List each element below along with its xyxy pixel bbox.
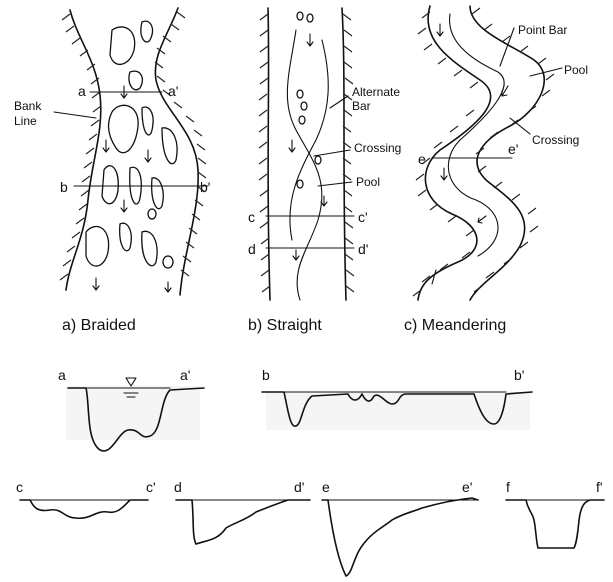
- point-bar-label: Point Bar: [518, 23, 567, 37]
- xs-e-left: e: [322, 479, 330, 495]
- bank-line-label-line2: Line: [14, 114, 37, 128]
- braided-bars: [86, 21, 177, 268]
- meander-section-e-right: e': [508, 141, 518, 157]
- xs-c-left: c: [16, 479, 23, 495]
- straight-section-d-right: d': [358, 241, 368, 257]
- bank-line-leader: [54, 112, 96, 118]
- pool-leader-meander: [530, 68, 562, 76]
- xs-f-left: f: [506, 479, 510, 495]
- straight-bar-line: [290, 40, 328, 240]
- braided-section-b-left: b: [60, 179, 68, 195]
- xs-b-right: b': [514, 367, 524, 383]
- straight-thalweg: [287, 30, 322, 300]
- braided-caption: a) Braided: [62, 317, 136, 334]
- water-surface-icon: [126, 378, 136, 386]
- xs-b-left: b: [262, 367, 270, 383]
- meandering-caption: c) Meandering: [404, 317, 506, 334]
- braided-planform: a a' b b' Bank Line a) Braided: [14, 8, 210, 334]
- cross-section-b: b b': [262, 367, 532, 430]
- pool-leader: [318, 182, 352, 186]
- straight-crossing-label: Crossing: [354, 141, 401, 155]
- straight-right-bank: [342, 8, 346, 300]
- xs-e-right: e': [462, 479, 472, 495]
- straight-section-c-left: c: [248, 209, 255, 225]
- cross-section-f: f f': [506, 479, 604, 548]
- straight-section-d-left: d: [248, 241, 256, 257]
- straight-caption: b) Straight: [248, 317, 322, 334]
- xs-a-left: a: [58, 367, 66, 383]
- braided-section-a-left: a: [78, 83, 86, 99]
- cross-section-c: c c': [16, 479, 156, 518]
- straight-left-bank: [268, 8, 270, 300]
- cross-section-d: d d': [174, 479, 310, 544]
- braided-section-a-right: a': [168, 83, 178, 99]
- straight-flow-arrows: [289, 34, 327, 260]
- straight-pool-label: Pool: [356, 175, 380, 189]
- braided-section-b-right: b': [200, 179, 210, 195]
- meander-flow-arrows: [432, 24, 508, 284]
- alternate-bar-label: Alternate Bar: [352, 85, 403, 113]
- xs-f-right: f': [596, 479, 603, 495]
- meander-crossing-label: Crossing: [532, 133, 579, 147]
- alternate-bar-leader: [330, 96, 348, 108]
- straight-bars: [297, 12, 321, 188]
- xs-d-left: d: [174, 479, 182, 495]
- xs-a-right: a': [180, 367, 190, 383]
- straight-section-c-right: c': [358, 209, 368, 225]
- cross-section-e: e e': [322, 479, 478, 576]
- meander-pool-label: Pool: [564, 63, 588, 77]
- bank-line-label-line1: Bank: [14, 99, 42, 113]
- xs-d-right: d': [294, 479, 304, 495]
- bank-line-label: Bank Line: [14, 99, 45, 128]
- meander-section-e-left: e: [418, 151, 426, 167]
- straight-planform: Alternate Bar Crossing Pool c c' d d' b)…: [248, 8, 403, 334]
- xs-c-right: c': [146, 479, 156, 495]
- cross-section-a: a a': [58, 367, 204, 451]
- meandering-planform: Point Bar Pool Crossing e e' c) Meanderi…: [404, 6, 588, 334]
